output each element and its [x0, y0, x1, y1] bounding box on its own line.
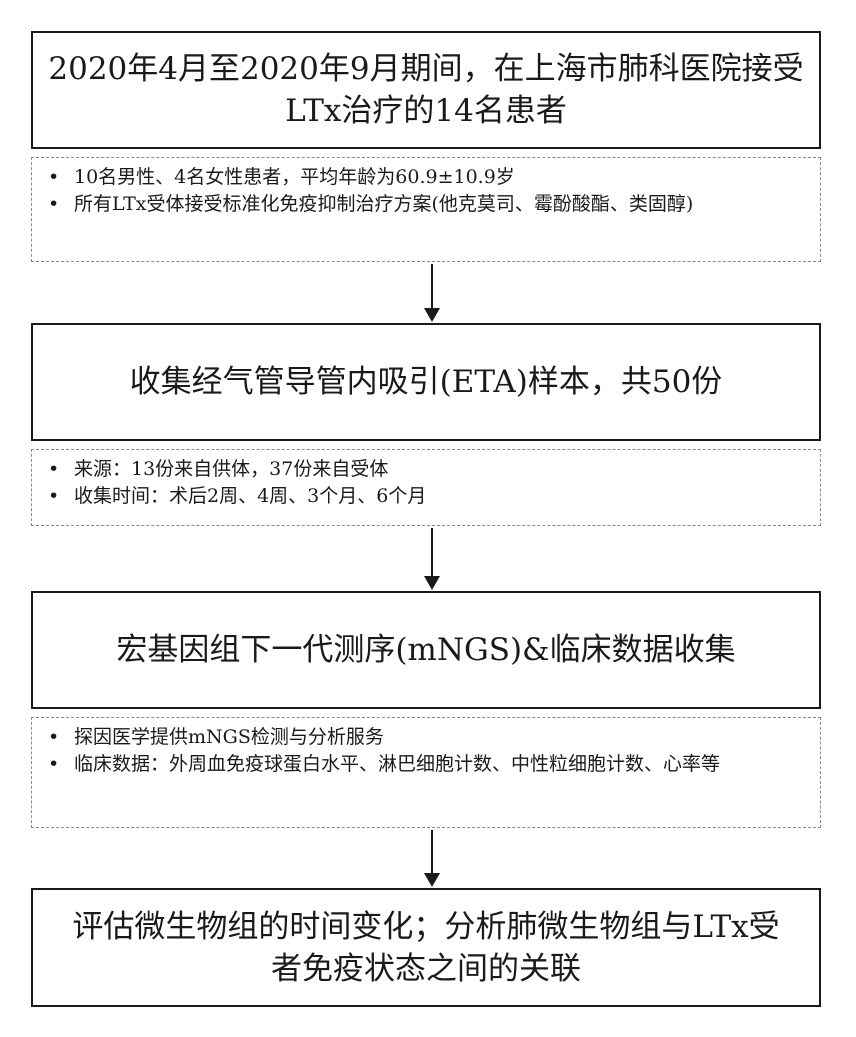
arrow-3-head-icon [424, 873, 440, 887]
step-2-note-2: 收集时间：术后2周、4周、3个月、6个月 [46, 483, 806, 510]
step-1-box: 2020年4月至2020年9月期间，在上海市肺科医院接受 LTx治疗的14名患者 [31, 31, 821, 149]
arrow-2 [420, 528, 444, 590]
step-4-title-line-2: 者免疫状态之间的关联 [271, 950, 581, 987]
arrow-2-head-icon [424, 576, 440, 590]
step-4-box: 评估微生物组的时间变化；分析肺微生物组与LTx受 者免疫状态之间的关联 [31, 888, 821, 1007]
step-2-notes: 来源：13份来自供体，37份来自受体 收集时间：术后2周、4周、3个月、6个月 [31, 449, 821, 526]
step-2-box: 收集经气管导管内吸引(ETA)样本，共50份 [31, 323, 821, 441]
step-3-box: 宏基因组下一代测序(mNGS)&临床数据收集 [31, 591, 821, 709]
step-3-notes: 探因医学提供mNGS检测与分析服务 临床数据：外周血免疫球蛋白水平、淋巴细胞计数… [31, 717, 821, 828]
step-2-title-line-1: 收集经气管导管内吸引(ETA)样本，共50份 [129, 364, 723, 400]
step-1-title-line-2: LTx治疗的14名患者 [285, 93, 567, 129]
step-3-note-1: 探因医学提供mNGS检测与分析服务 [46, 724, 806, 751]
arrow-1 [420, 264, 444, 322]
step-1-notes: 10名男性、4名女性患者，平均年龄为60.9±10.9岁 所有LTx受体接受标准… [31, 157, 821, 262]
step-3-note-2: 临床数据：外周血免疫球蛋白水平、淋巴细胞计数、中性粒细胞计数、心率等 [46, 751, 806, 778]
arrow-3 [420, 830, 444, 887]
step-3-title-line-1: 宏基因组下一代测序(mNGS)&临床数据收集 [116, 632, 736, 668]
step-1-note-1: 10名男性、4名女性患者，平均年龄为60.9±10.9岁 [46, 164, 806, 191]
step-1-note-2: 所有LTx受体接受标准化免疫抑制治疗方案(他克莫司、霉酚酸酯、类固醇) [46, 191, 806, 218]
step-2-note-1: 来源：13份来自供体，37份来自受体 [46, 456, 806, 483]
arrow-1-head-icon [424, 308, 440, 322]
step-4-title-line-1: 评估微生物组的时间变化；分析肺微生物组与LTx受 [72, 908, 780, 945]
step-1-title-line-1: 2020年4月至2020年9月期间，在上海市肺科医院接受 [48, 51, 804, 87]
